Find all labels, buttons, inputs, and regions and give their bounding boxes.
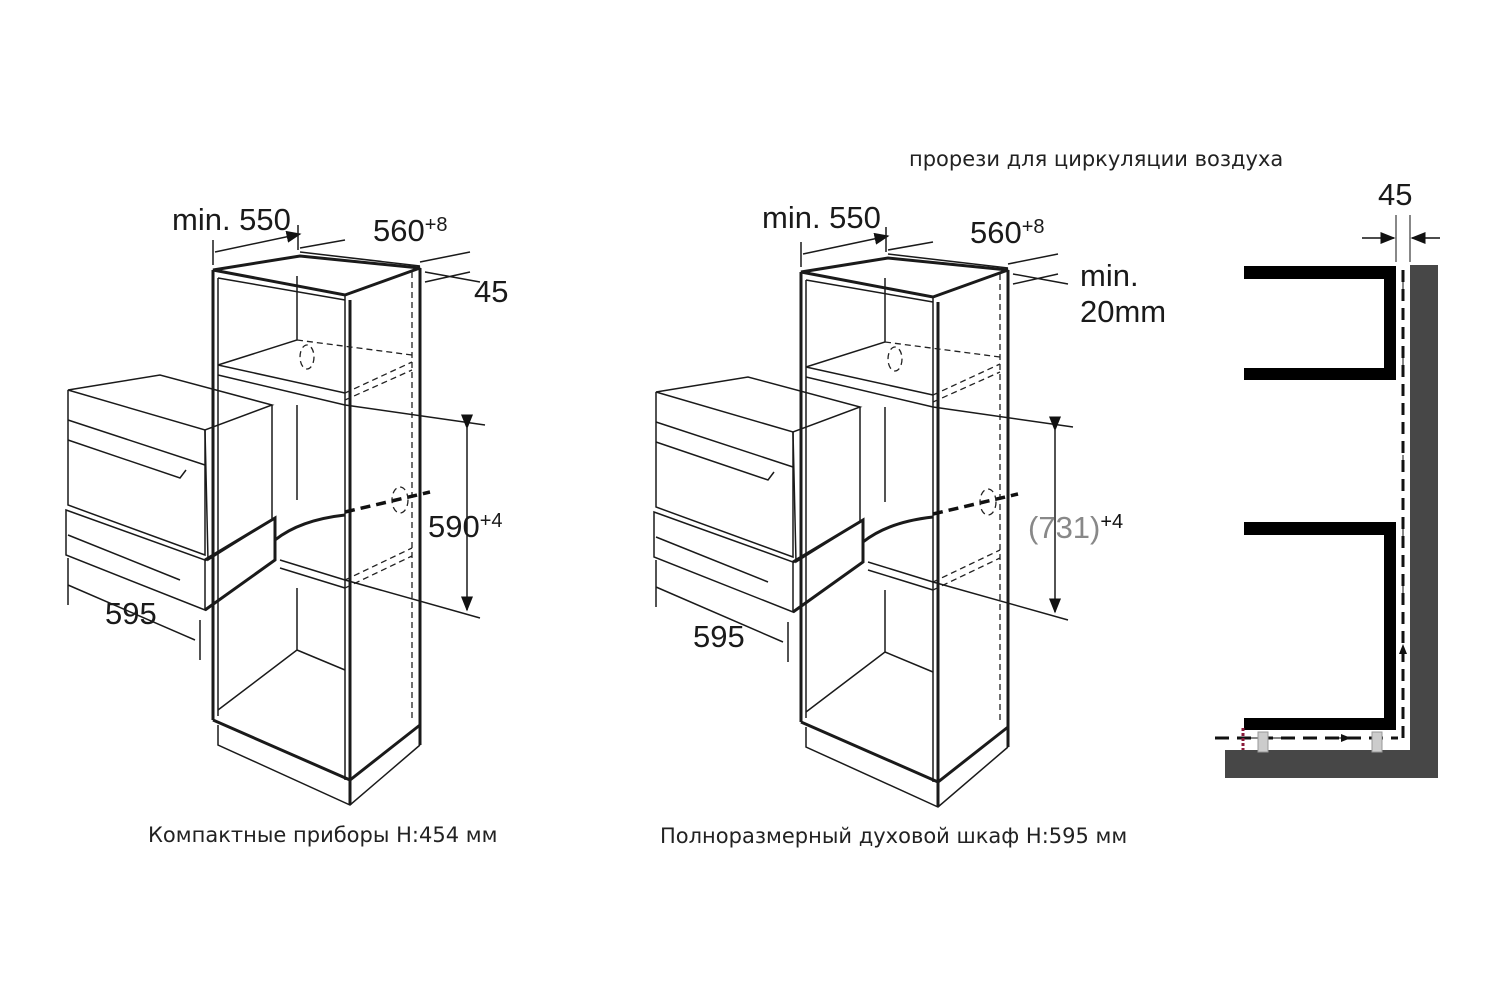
wall-section <box>1225 265 1438 778</box>
airflow-section-drawing <box>1215 215 1440 778</box>
compact-width-label: 595 <box>105 596 157 631</box>
compact-oven-cabinet-drawing <box>66 225 485 805</box>
compact-niche-height-label: 590+4 <box>428 509 503 544</box>
compact-caption: Компактные приборы Н:454 мм <box>148 823 497 847</box>
fullsize-cabinet-depth-label: 560+8 <box>970 215 1045 250</box>
fullsize-width-label: 595 <box>693 619 745 654</box>
adjustable-foot <box>1371 731 1383 753</box>
compact-min-depth-label: min. 550 <box>172 202 291 237</box>
adjustable-foot <box>1257 731 1269 753</box>
fullsize-niche-height-label: (731)+4 <box>1028 510 1123 545</box>
upper-cabinet-section <box>1244 266 1396 380</box>
fullsize-vent-gap-line2: 20mm <box>1080 294 1166 329</box>
fullsize-min-depth-label: min. 550 <box>762 200 881 235</box>
lower-cabinet-section <box>1244 522 1396 730</box>
compact-vent-gap-label: 45 <box>474 274 508 309</box>
fullsize-caption: Полноразмерный духовой шкаф Н:595 мм <box>660 824 1127 848</box>
compact-cabinet-depth-label: 560+8 <box>373 213 448 248</box>
fullsize-vent-gap-line1: min. <box>1080 258 1139 293</box>
airflow-title: прорези для циркуляции воздуха <box>909 147 1283 171</box>
airflow-gap-label: 45 <box>1378 177 1412 212</box>
fullsize-oven-cabinet-drawing <box>654 227 1073 807</box>
